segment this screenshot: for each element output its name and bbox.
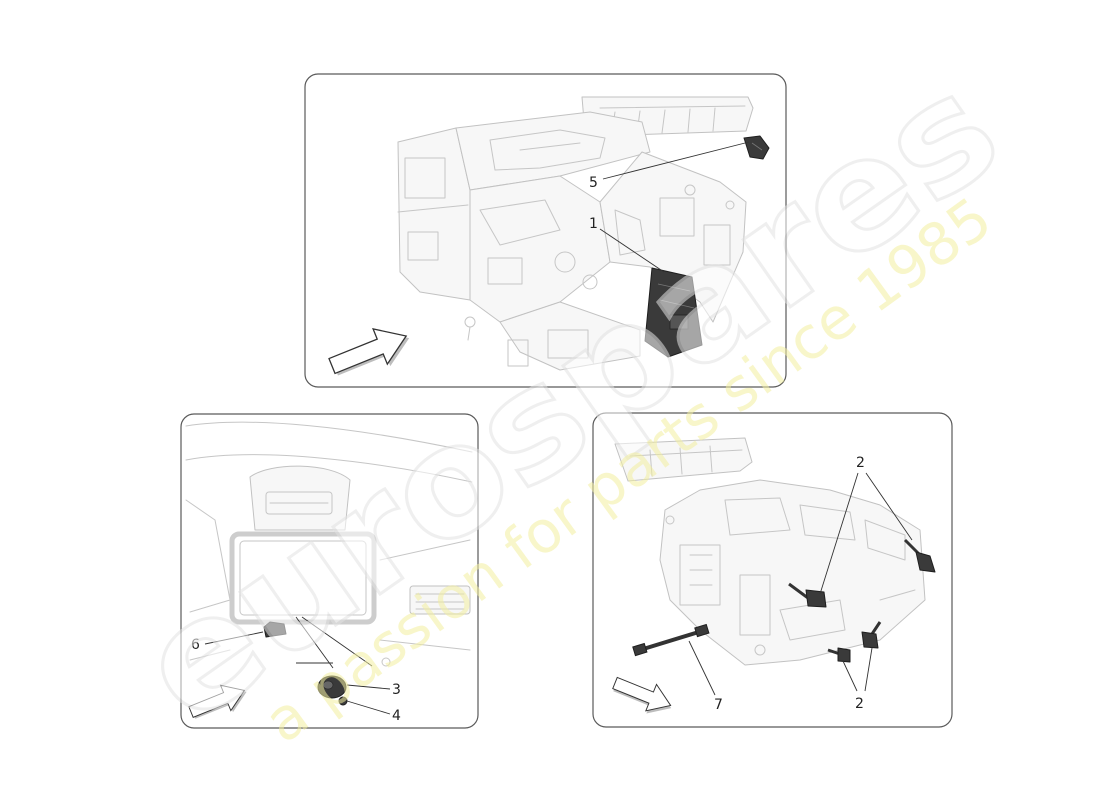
sensor-part-5	[743, 135, 770, 160]
reference-lines	[295, 616, 373, 669]
leader-line-7	[688, 640, 716, 696]
bottom-left-panel: 6 3 4	[180, 413, 479, 729]
callout-label-4[interactable]: 4	[392, 708, 401, 724]
callout-label-3[interactable]: 3	[392, 682, 401, 698]
hvac-unit-illustration-bottom	[614, 437, 926, 666]
camera-part-3	[317, 675, 347, 699]
actuator-part-2a	[788, 582, 827, 608]
dashboard-illustration	[185, 421, 473, 667]
leader-line-4	[346, 700, 391, 715]
callout-label-7[interactable]: 7	[714, 697, 723, 713]
cable-part-7	[632, 623, 710, 657]
callout-label-6[interactable]: 6	[191, 637, 200, 653]
top-panel: 5 1	[304, 73, 787, 388]
callout-label-5[interactable]: 5	[589, 175, 598, 191]
callout-label-2-top[interactable]: 2	[856, 455, 865, 471]
bracket-part-6	[263, 621, 287, 638]
leader-line-2-top	[819, 472, 913, 595]
actuator-part-2b	[903, 538, 936, 573]
callout-label-1[interactable]: 1	[589, 216, 598, 232]
leader-line-1	[599, 228, 665, 273]
leader-line-2-bottom	[842, 647, 873, 692]
leader-line-6	[204, 631, 264, 645]
screw-part-4	[338, 696, 348, 706]
hvac-unit-illustration-top	[397, 96, 754, 371]
control-module-part-1	[644, 267, 703, 358]
actuator-part-2d	[861, 621, 882, 649]
actuator-part-2c	[827, 647, 851, 663]
leader-line-3	[346, 684, 391, 690]
bottom-right-panel: 2 7 2	[592, 412, 953, 728]
callout-label-2-bottom[interactable]: 2	[855, 696, 864, 712]
leader-line-5	[602, 141, 750, 180]
